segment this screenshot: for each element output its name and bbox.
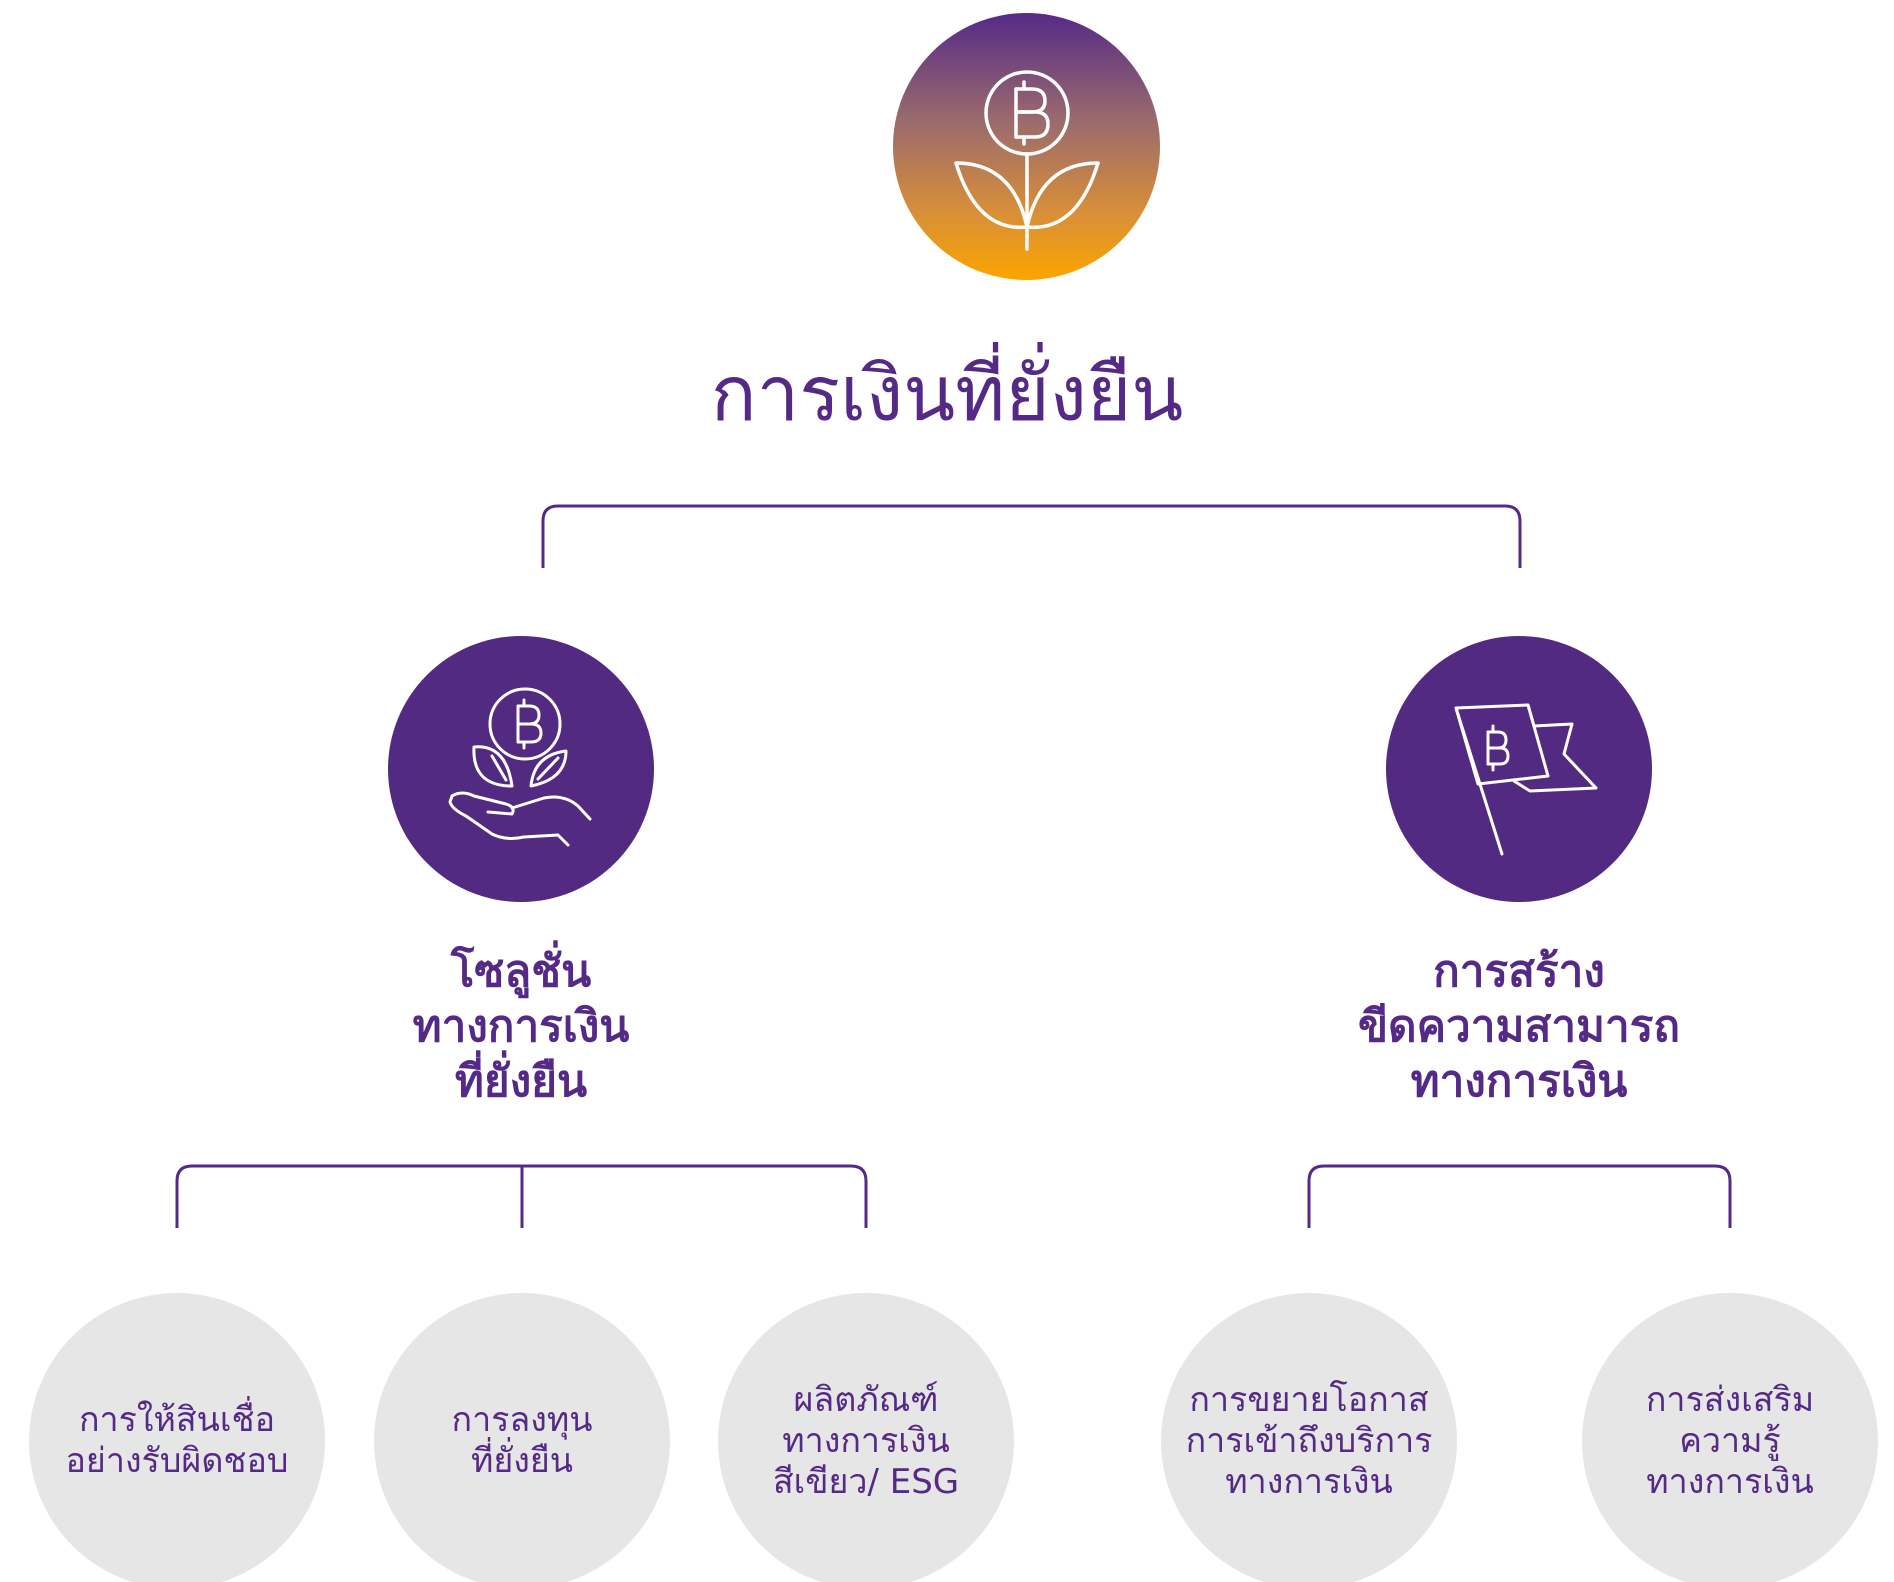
plant-baht-coin-icon	[954, 70, 1100, 251]
branch-label-capability: การสร้าง ขีดความสามารถ ทางการเงิน	[1357, 946, 1681, 1107]
leaf-label: การขยายโอกาส การเข้าถึงบริการ ทางการเงิน	[1185, 1379, 1433, 1502]
root-connector	[541, 504, 1522, 568]
leaf-label: การลงทุน ที่ยั่งยืน	[451, 1400, 593, 1481]
leaf-node-green-esg-products: ผลิตภัณฑ์ ทางการเงิน สีเขียว/ ESG	[718, 1293, 1014, 1582]
leaf-node-financial-literacy: การส่งเสริม ความรู้ ทางการเงิน	[1582, 1293, 1878, 1582]
leaf-label: ผลิตภัณฑ์ ทางการเงิน สีเขียว/ ESG	[772, 1379, 960, 1502]
branch-label-solutions: โซลูชั่น ทางการเงิน ที่ยั่งยืน	[412, 946, 630, 1107]
right-branch-connector	[1307, 1164, 1732, 1228]
leaf-node-responsible-lending: การให้สินเชื่อ อย่างรับผิดชอบ	[29, 1293, 325, 1582]
leaf-label: การส่งเสริม ความรู้ ทางการเงิน	[1645, 1379, 1815, 1502]
root-node-circle	[893, 13, 1160, 280]
branch-node-circle-capability	[1386, 636, 1652, 902]
baht-flag-icon	[1454, 703, 1598, 856]
left-branch-connector	[175, 1164, 868, 1228]
hand-sprout-baht-coin-icon	[448, 687, 592, 847]
root-title: การเงินที่ยั่งยืน	[710, 349, 1184, 438]
leaf-label: การให้สินเชื่อ อย่างรับผิดชอบ	[65, 1400, 289, 1481]
branch-node-circle-solutions	[388, 636, 654, 902]
leaf-node-sustainable-investment: การลงทุน ที่ยั่งยืน	[374, 1293, 670, 1582]
leaf-node-financial-access: การขยายโอกาส การเข้าถึงบริการ ทางการเงิน	[1161, 1293, 1457, 1582]
